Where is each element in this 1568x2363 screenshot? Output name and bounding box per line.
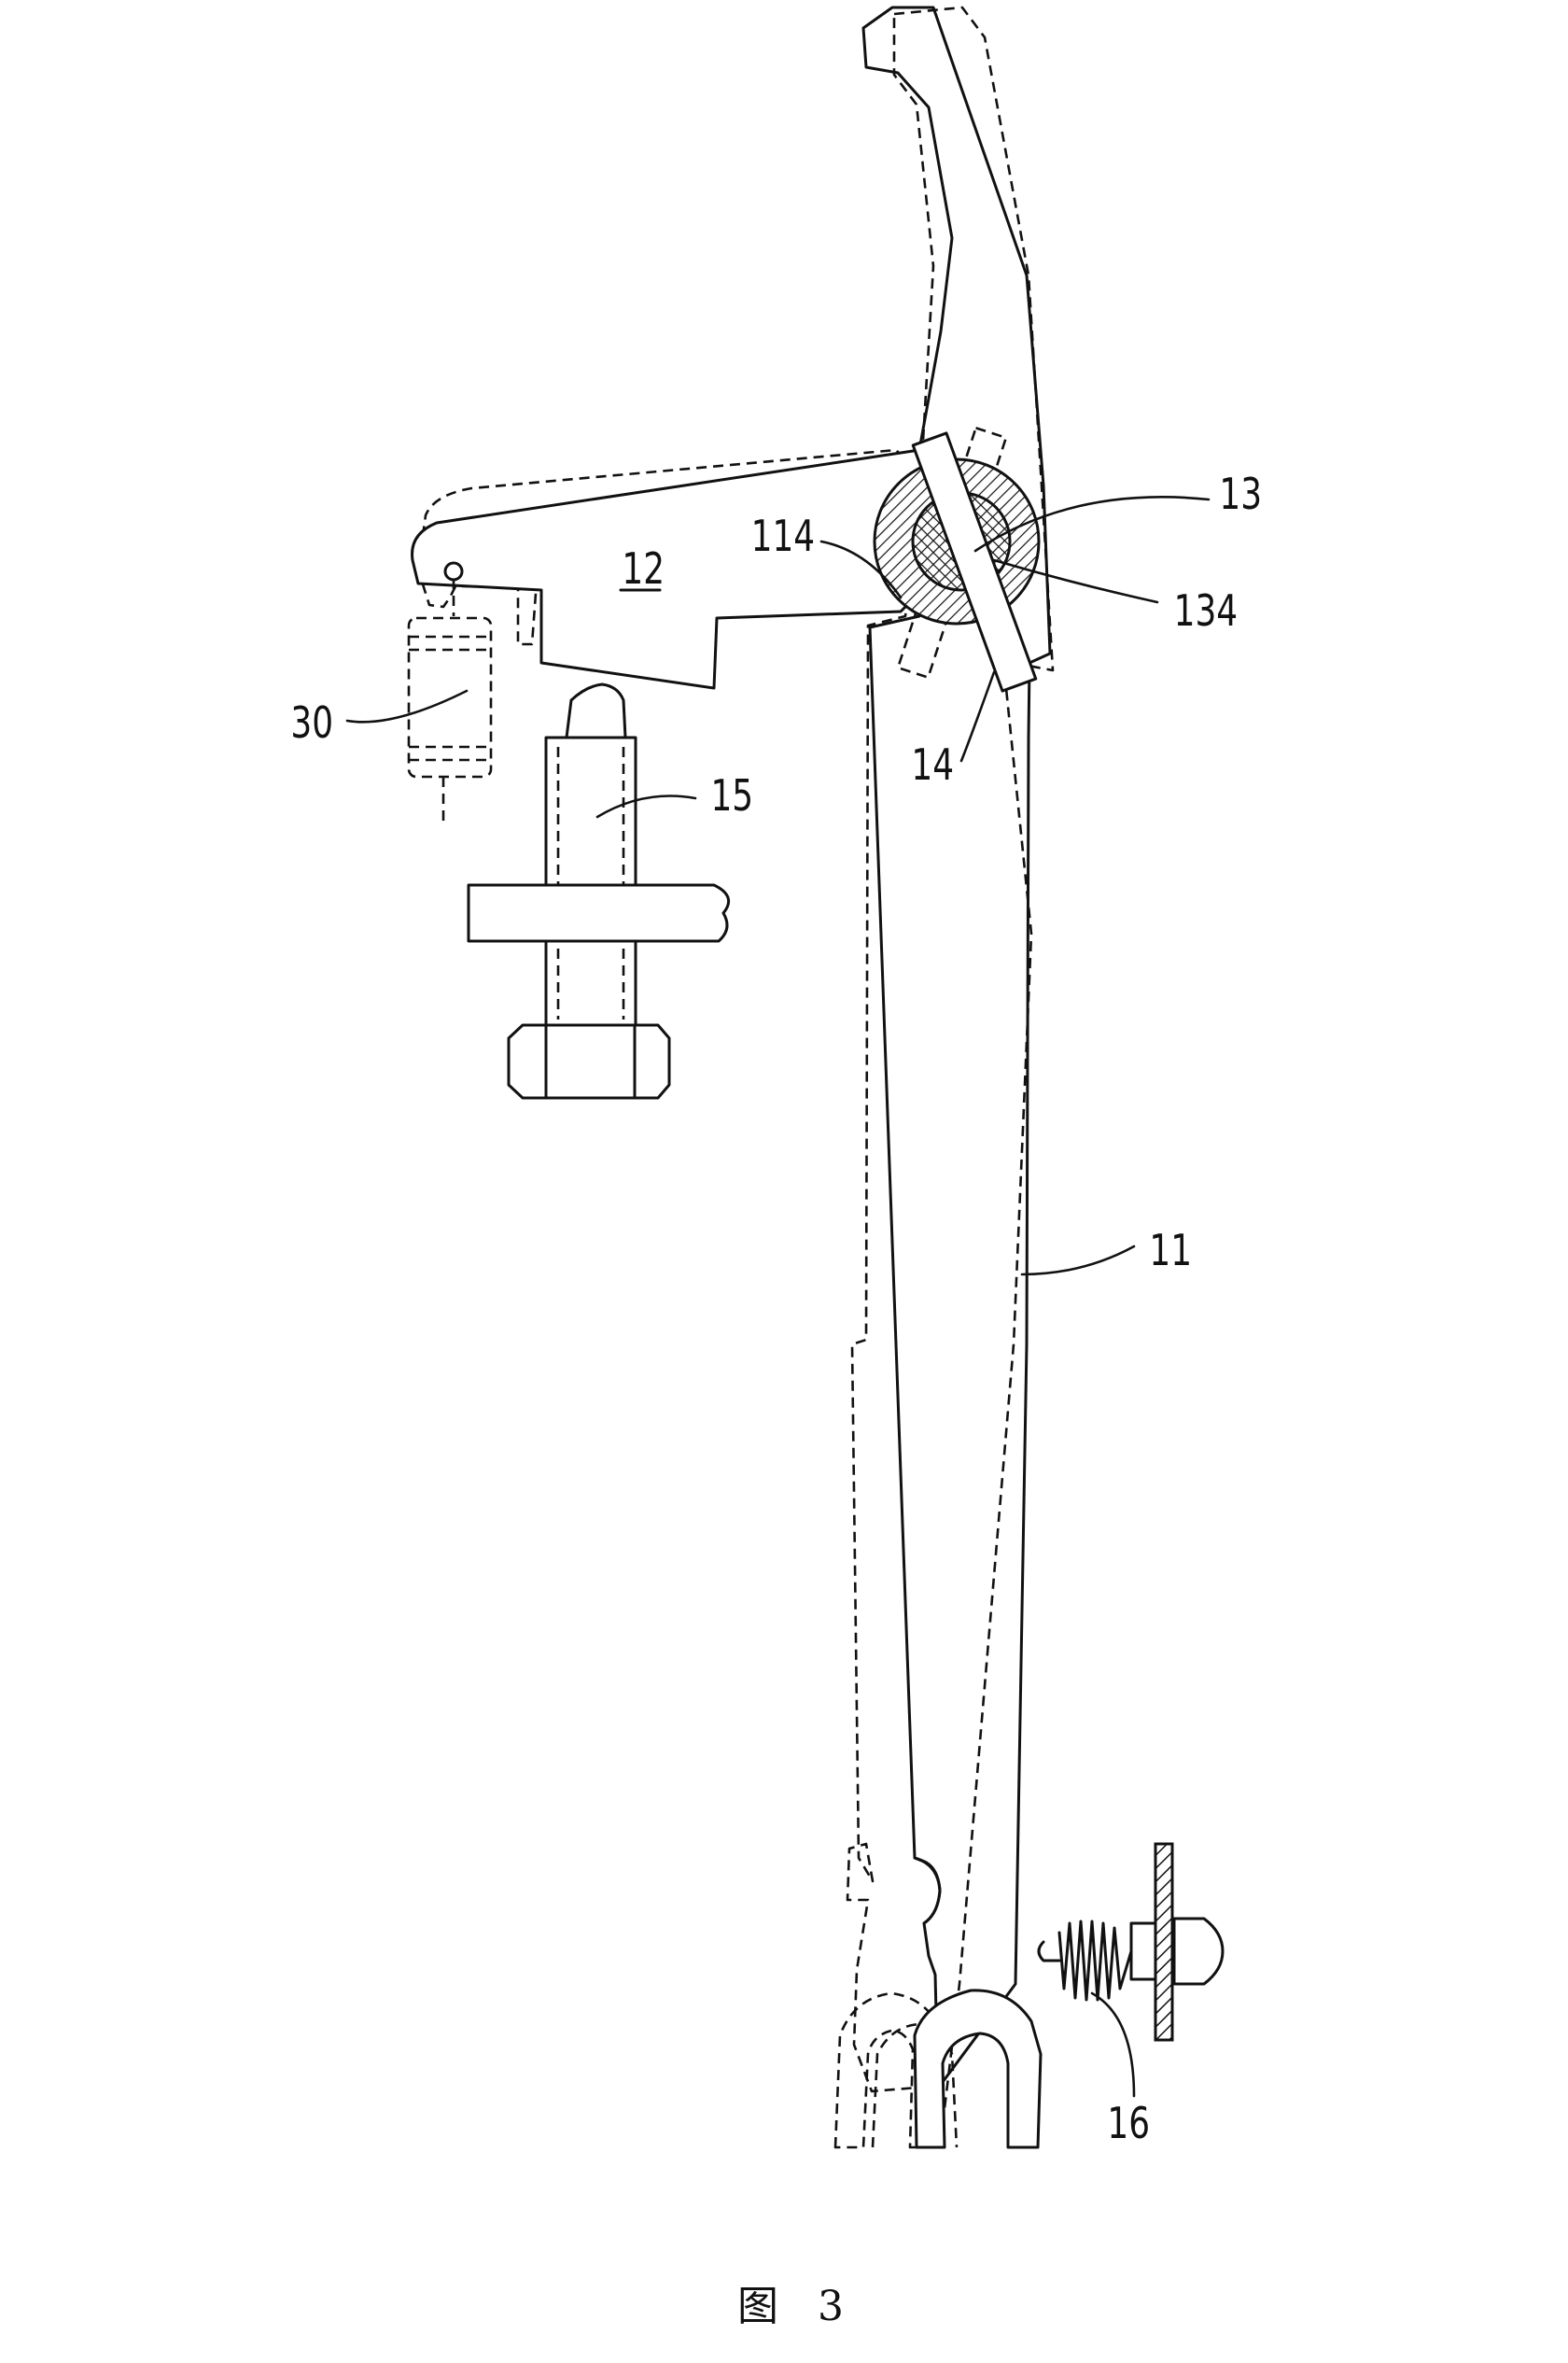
leader-16 bbox=[1090, 1991, 1136, 2098]
lever-11 bbox=[861, 6, 1052, 2149]
spring-16-knob bbox=[1172, 1917, 1225, 1986]
leader-11 bbox=[1020, 1245, 1136, 1276]
label-12: 12 bbox=[622, 544, 665, 595]
label-15: 15 bbox=[710, 771, 753, 822]
label-114: 114 bbox=[751, 512, 815, 562]
leader-30 bbox=[345, 689, 469, 724]
latch-12 bbox=[411, 448, 935, 690]
leader-13 bbox=[973, 496, 1211, 553]
spring-16-hook bbox=[1037, 1940, 1061, 1962]
leader-114 bbox=[819, 540, 903, 599]
component-30 bbox=[407, 579, 493, 822]
label-14: 14 bbox=[911, 740, 954, 791]
spring-16 bbox=[1037, 1842, 1225, 2042]
tilted-bar-14 bbox=[911, 431, 1038, 693]
label-11: 11 bbox=[1149, 1226, 1192, 1276]
bolt-15-tip bbox=[565, 682, 627, 739]
lever-11-fork bbox=[913, 1989, 1043, 2149]
leader-14 bbox=[959, 670, 996, 763]
component-30-body bbox=[407, 616, 493, 779]
bolt-15-shank bbox=[544, 736, 637, 1029]
label-30: 30 bbox=[290, 698, 333, 749]
label-13: 13 bbox=[1219, 470, 1262, 520]
lever-11-dashed-fork bbox=[833, 1991, 945, 2149]
lever-11-dashed-fork-inner bbox=[871, 2022, 959, 2148]
bolt-15 bbox=[467, 682, 731, 1100]
spring-16-coils bbox=[1057, 1920, 1133, 2002]
leader-15 bbox=[595, 795, 697, 819]
label-134: 134 bbox=[1174, 586, 1238, 637]
lever-11-outline bbox=[861, 6, 1052, 2093]
part-labels: 13 134 114 12 14 15 30 11 16 bbox=[290, 470, 1262, 2149]
latch-12-outline bbox=[411, 448, 935, 690]
leader-lines bbox=[345, 496, 1211, 2098]
mounting-plate bbox=[467, 883, 731, 943]
figure-caption: 图 3 bbox=[737, 2283, 857, 2330]
lever-11-dashed-outline bbox=[846, 6, 1055, 2126]
bolt-15-nut bbox=[507, 1023, 671, 1100]
lever-11-notch bbox=[913, 1856, 942, 1925]
leader-134 bbox=[992, 558, 1159, 604]
wall-plate bbox=[1154, 1842, 1174, 2042]
label-16: 16 bbox=[1107, 2099, 1150, 2149]
